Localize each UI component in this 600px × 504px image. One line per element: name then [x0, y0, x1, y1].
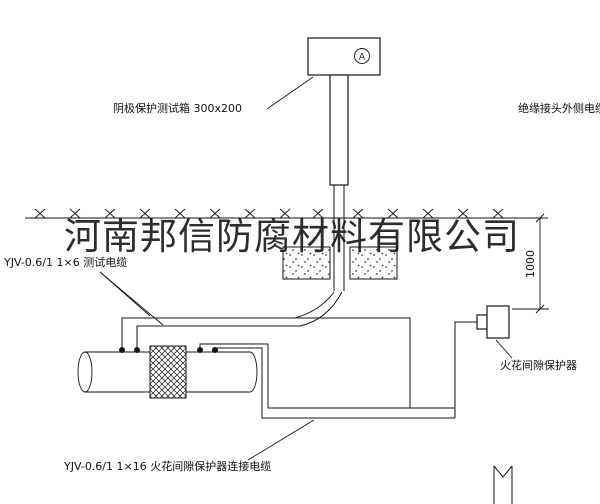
dimension-label: 1000 — [524, 250, 537, 278]
concrete-foundation-left — [282, 246, 331, 280]
pipe-right-end — [249, 351, 258, 393]
insulated-joint-cable-label: 绝缘接头外侧电缆 — [518, 101, 600, 115]
protector-cable-label: YJV-0.6/1 1×16 火花间隙保护器连接电缆 — [63, 459, 271, 473]
insulating-joint — [149, 345, 187, 399]
test-box-leader — [266, 76, 314, 110]
protector-cable-leader — [247, 419, 315, 461]
support-post — [329, 74, 349, 291]
test-box-label: 阴极保护测试箱 300x200 — [113, 101, 242, 115]
protector-cable-riser — [454, 321, 477, 418]
spark-gap-label: 火花间隙保护器 — [500, 358, 577, 372]
pipe-end-cap — [77, 351, 93, 393]
test-cable-path-1 — [121, 317, 411, 408]
cad-weld-dot — [197, 347, 203, 353]
cad-weld-dot — [119, 347, 125, 353]
meter-letter: A — [359, 53, 366, 63]
test-cable-leader — [99, 271, 164, 326]
test-cable-path-2 — [136, 325, 300, 352]
concrete-foundation-right — [349, 246, 398, 280]
cad-weld-dot — [212, 347, 218, 353]
test-cable-curve-2 — [299, 291, 343, 327]
test-cable-curve-1 — [294, 291, 335, 319]
pipe-clamp-symbol — [493, 465, 513, 504]
test-cable-label: YJV-0.6/1 1×6 测试电缆 — [3, 256, 127, 269]
protector-cable-path-1 — [199, 343, 455, 409]
dimension-line — [512, 213, 549, 314]
spark-gap-leader — [495, 339, 513, 359]
watermark-text: 河南邦信防腐材料有限公司 — [64, 215, 520, 258]
spark-gap-protector — [476, 305, 510, 339]
cad-weld-dot — [134, 347, 140, 353]
meter-circle-icon — [354, 48, 370, 64]
